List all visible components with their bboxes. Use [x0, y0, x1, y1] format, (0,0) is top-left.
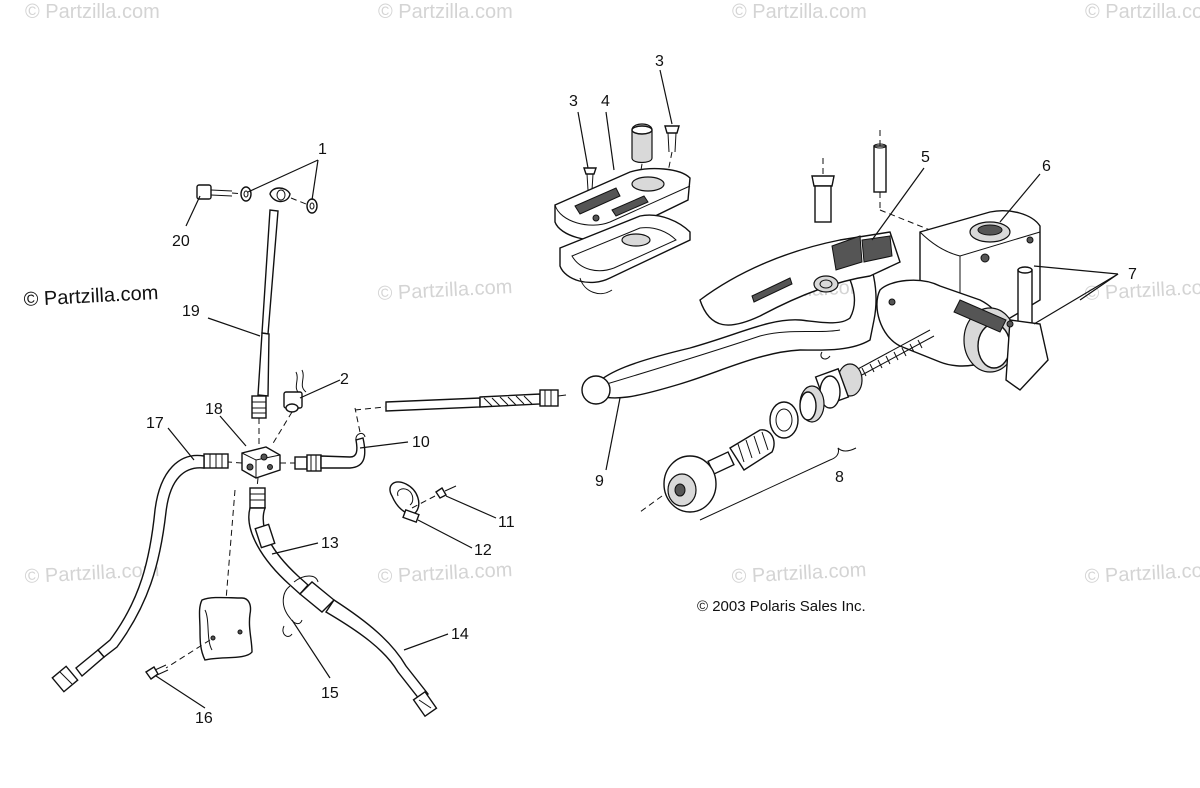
watermark: © Partzilla.com — [732, 1, 867, 23]
watermark: © Partzilla.com — [377, 559, 513, 588]
callout-6: 6 — [1042, 158, 1051, 175]
watermark: © Partzilla.com — [1084, 559, 1200, 588]
callout-17: 17 — [146, 415, 164, 432]
part-2-brake-switch — [271, 369, 307, 446]
callout-20: 20 — [172, 233, 190, 250]
part-18-junction-block — [241, 446, 281, 479]
callout-1: 1 — [318, 141, 327, 158]
callout-12: 12 — [474, 542, 492, 559]
brake-cable-upper — [354, 389, 567, 412]
part-7-bolts — [953, 299, 1007, 333]
part-6-master-cylinder — [876, 210, 1049, 391]
callout-4: 4 — [601, 93, 610, 110]
part-20-bolt — [196, 184, 245, 200]
callout-15: 15 — [321, 685, 339, 702]
part-15-hose-clip — [282, 575, 319, 637]
part-3-screw-right — [664, 125, 680, 173]
callout-14: 14 — [451, 626, 469, 643]
watermark: © Partzilla.com — [377, 276, 513, 305]
watermark: © Partzilla.com — [1085, 1, 1200, 23]
part-19-brake-line — [251, 209, 279, 450]
callout-9: 9 — [595, 473, 604, 490]
part-10-brake-hose — [280, 407, 366, 472]
watermark: © Partzilla.com — [24, 559, 160, 588]
callout-11: 11 — [498, 514, 515, 531]
copyright-notice: © 2003 Polaris Sales Inc. — [697, 598, 866, 615]
part-17-brake-hose — [51, 453, 243, 693]
callout-16: 16 — [195, 710, 213, 727]
callout-7: 7 — [1128, 266, 1137, 283]
callout-8: 8 — [835, 469, 844, 486]
callout-19: 19 — [182, 303, 200, 320]
watermark: © Partzilla.com — [25, 1, 160, 23]
watermark: © Partzilla.com — [1084, 276, 1200, 305]
part-14-brake-line — [298, 581, 438, 718]
part-8-piston-kit — [639, 329, 935, 521]
part-1-washers — [240, 186, 318, 214]
callout-numbers: 1 2 3 3 4 5 6 7 8 9 10 11 12 13 14 15 16… — [146, 53, 1137, 727]
brand-label: © Partzilla.com — [23, 282, 159, 311]
leader-lines — [155, 69, 1119, 709]
part-16-mount — [144, 489, 253, 680]
part-13-brake-hose — [248, 477, 309, 595]
watermark: © Partzilla.com — [378, 1, 513, 23]
part-9-lever — [581, 231, 901, 405]
part-4-reservoir-cap — [554, 123, 691, 294]
watermark: © Partzilla.com — [731, 559, 867, 588]
callout-3: 3 — [569, 93, 578, 110]
callout-18: 18 — [205, 401, 223, 418]
part-5-pivot — [811, 130, 931, 231]
callout-10: 10 — [412, 434, 430, 451]
part-12-clamp — [389, 481, 420, 524]
part-11-screw — [411, 485, 457, 509]
callout-5: 5 — [921, 149, 930, 166]
callout-13: 13 — [321, 535, 339, 552]
callout-3: 3 — [655, 53, 664, 70]
callout-2: 2 — [340, 371, 349, 388]
